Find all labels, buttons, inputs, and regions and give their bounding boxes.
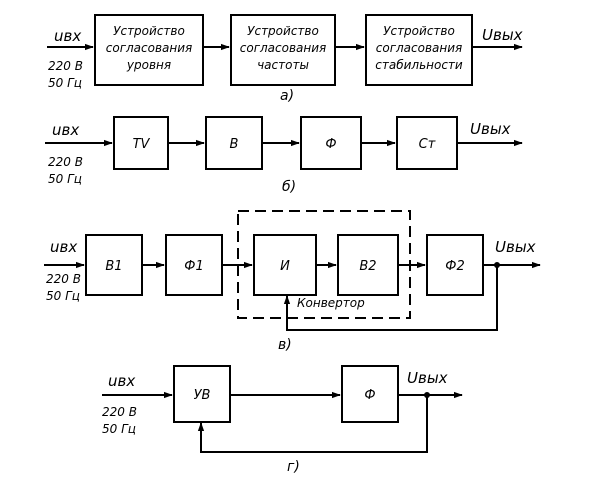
block-label: Ф bbox=[325, 137, 336, 152]
block-label: Ф2 bbox=[445, 259, 464, 274]
filter-2-block bbox=[426, 234, 484, 296]
feedback-line bbox=[197, 395, 428, 453]
block-label-line: Устройство bbox=[247, 24, 319, 38]
filter-block bbox=[341, 365, 399, 423]
level-matching-block bbox=[94, 14, 204, 86]
input-label: uвх bbox=[50, 238, 77, 256]
block-label: УВ bbox=[194, 388, 211, 403]
caption-g: г) bbox=[287, 459, 300, 475]
caption-v: в) bbox=[278, 337, 292, 353]
stabilizer-block bbox=[396, 116, 458, 170]
block-label: B2 bbox=[359, 259, 376, 274]
block-label-line: уровня bbox=[126, 58, 171, 72]
input-voltage: 220 В bbox=[102, 405, 137, 419]
input-voltage: 220 В bbox=[48, 59, 83, 73]
diagram-g: uвх 220 В 50 Гц УВ Ф Uвых г) bbox=[102, 365, 463, 475]
input-voltage: 220 В bbox=[46, 272, 81, 286]
block-label: B bbox=[230, 137, 239, 152]
output-label: Uвых bbox=[407, 369, 448, 387]
rectifier-1-block bbox=[85, 234, 143, 296]
input-frequency: 50 Гц bbox=[48, 76, 82, 90]
input-frequency: 50 Гц bbox=[102, 422, 136, 436]
filter-1-block bbox=[165, 234, 223, 296]
diagram-v: uвх 220 В 50 Гц B1 Ф1 И B2 Ф2 Uвых Конве… bbox=[44, 210, 541, 353]
input-label: uвх bbox=[54, 27, 81, 45]
rectifier-2-block bbox=[337, 234, 399, 296]
stability-matching-block bbox=[365, 14, 473, 86]
block-label: Ф1 bbox=[184, 259, 203, 274]
input-frequency: 50 Гц bbox=[48, 172, 82, 186]
input-label: uвх bbox=[108, 372, 135, 390]
block-label-line: стабильности bbox=[375, 58, 463, 72]
block-label: Ст bbox=[419, 137, 436, 152]
block-label-line: согласования bbox=[376, 41, 463, 55]
input-label: uвх bbox=[52, 121, 79, 139]
controlled-rectifier-block bbox=[173, 365, 231, 423]
frequency-matching-block bbox=[230, 14, 336, 86]
block-label: И bbox=[280, 259, 290, 274]
diagram-b: uвх 220 В 50 Гц TV B Ф Ст Uвых б) bbox=[45, 116, 523, 195]
converter-label: Конвертор bbox=[297, 296, 365, 310]
rectifier-block bbox=[205, 116, 263, 170]
block-label-line: согласования bbox=[106, 41, 193, 55]
diagram-a: uвх 220 В 50 Гц Устройство согласования … bbox=[47, 14, 523, 104]
block-label-line: согласования bbox=[240, 41, 327, 55]
block-label: TV bbox=[133, 137, 151, 152]
input-frequency: 50 Гц bbox=[46, 289, 80, 303]
feedback-line bbox=[283, 265, 498, 331]
block-label-line: Устройство bbox=[113, 24, 185, 38]
output-label: Uвых bbox=[495, 238, 536, 256]
input-voltage: 220 В bbox=[48, 155, 83, 169]
caption-a: а) bbox=[280, 88, 294, 104]
output-label: Uвых bbox=[482, 26, 523, 44]
block-label: Ф bbox=[364, 388, 375, 403]
block-label-line: Устройство bbox=[383, 24, 455, 38]
inverter-block bbox=[253, 234, 317, 296]
block-label: B1 bbox=[105, 259, 122, 274]
block-label-line: частоты bbox=[257, 58, 309, 72]
filter-block bbox=[300, 116, 362, 170]
output-label: Uвых bbox=[470, 120, 511, 138]
caption-b: б) bbox=[282, 179, 296, 195]
